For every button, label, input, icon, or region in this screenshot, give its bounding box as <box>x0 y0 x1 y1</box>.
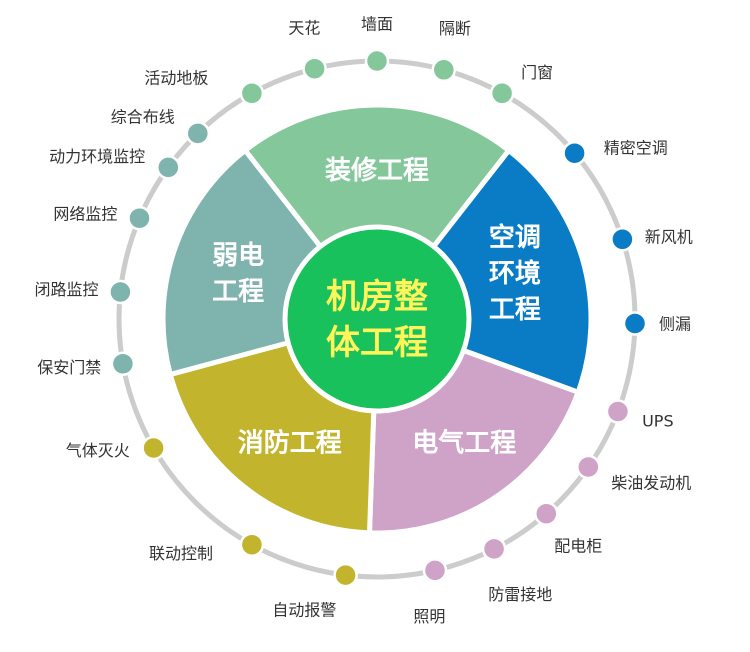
ring-item-dot <box>302 56 327 81</box>
ring-item-label: 配电柜 <box>554 536 602 555</box>
ring-item-dot <box>141 435 166 461</box>
segment-label-hvac: 空调 <box>489 222 541 253</box>
ring-item-label: 防雷接地 <box>488 585 552 604</box>
segment-label-weak-current: 弱电 <box>212 241 264 271</box>
ring-item-label: 活动地板 <box>144 69 208 88</box>
ring-item-dot <box>333 562 358 588</box>
ring-item-label: 柴油发动机 <box>611 474 691 493</box>
ring-item-dot <box>562 140 587 166</box>
segment-label-hvac: 环境 <box>489 258 541 289</box>
ring-item-label: 综合布线 <box>111 107 175 126</box>
ring-item-label: 墙面 <box>361 15 393 34</box>
ring-item-dot <box>605 399 631 424</box>
segment-label-fire: 消防工程 <box>238 429 342 459</box>
center-title-line: 机房整 <box>326 277 428 317</box>
ring-item-label: 网络监控 <box>53 205 117 224</box>
ring-item-dot <box>108 279 133 305</box>
ring-item-dot <box>481 536 507 562</box>
ring-item-label: 隔断 <box>439 19 471 38</box>
center-title-line: 体工程 <box>326 323 428 363</box>
ring-item-dot <box>239 532 265 557</box>
ring-item-dot <box>156 155 181 180</box>
ring-item-label: 自动报警 <box>272 601 336 620</box>
ring-item-dot <box>622 311 648 336</box>
ring-item-label: 侧漏 <box>659 314 691 333</box>
segment-label-electrical: 电气工程 <box>412 428 516 459</box>
ring-item-label: 照明 <box>413 607 445 626</box>
ring-item-dot <box>364 48 390 74</box>
ring-item-dot <box>534 501 559 526</box>
ring-item-dot <box>239 81 265 106</box>
segment-label-decoration: 装修工程 <box>325 155 429 186</box>
ring-item-label: UPS <box>642 411 674 430</box>
ring-item-label: 联动控制 <box>149 544 213 563</box>
ring-item-label: 闭路监控 <box>34 280 98 299</box>
ring-item-label: 气体灭火 <box>66 441 130 460</box>
ring-item-label: 动力环境监控 <box>49 147 145 166</box>
ring-item-dot <box>127 205 152 231</box>
segment-label-weak-current: 工程 <box>212 277 264 307</box>
ring-item-dot <box>110 351 136 377</box>
ring-item-dot <box>610 227 635 252</box>
ring-item-dot <box>422 558 448 583</box>
ring-item-dot <box>431 57 457 83</box>
ring-item-label: 门窗 <box>521 63 553 82</box>
ring-item-dot <box>185 121 211 146</box>
ring-item-label: 精密空调 <box>604 139 668 158</box>
center-circle <box>282 224 472 414</box>
ring-item-dot <box>489 81 515 106</box>
ring-item-label: 保安门禁 <box>37 358 101 377</box>
ring-item-label: 天花 <box>288 18 320 37</box>
ring-item-dot <box>576 454 601 480</box>
segment-decoration <box>242 102 512 322</box>
ring-item-label: 新风机 <box>645 228 693 247</box>
segment-label-hvac: 工程 <box>489 295 541 325</box>
